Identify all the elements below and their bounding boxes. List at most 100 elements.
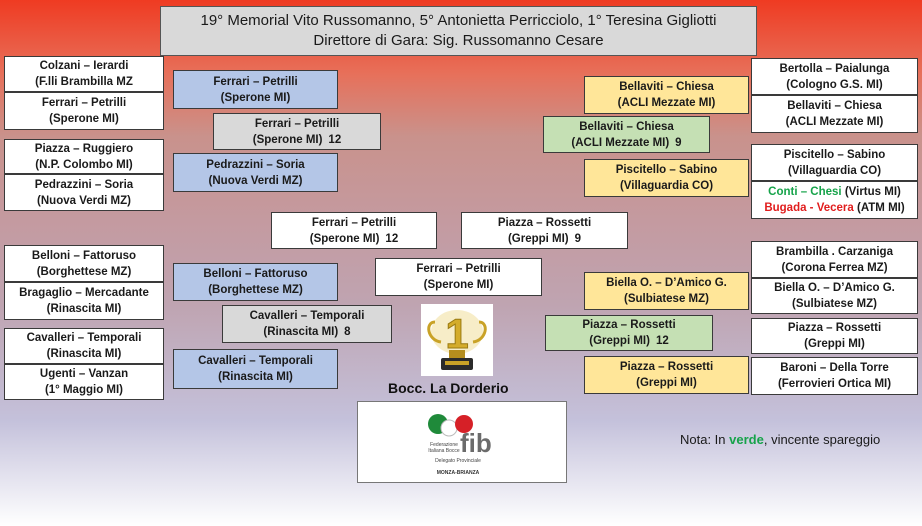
team-club: (Rinascita MI) [218, 371, 293, 383]
team-names: Colzani – Ierardi [39, 60, 129, 72]
final-winner: Ferrari – Petrilli (Sperone MI) [375, 258, 542, 296]
team-club: (Greppi MI) [804, 338, 865, 350]
team-names: Belloni – Fattoruso [203, 268, 308, 280]
team-club: (N.P. Colombo MI) [35, 158, 133, 171]
team-names: Bellaviti – Chiesa [787, 100, 882, 112]
left-r3-match-1: Ferrari – Petrilli (Sperone MI) 12 [213, 113, 381, 150]
right-r1-match-7: Piazza – Rossetti (Greppi MI) [751, 318, 918, 354]
team-club: (Villaguardia CO) [619, 180, 714, 192]
team-names: Bragaglio – Mercadante [19, 287, 149, 299]
fib-line3: Delegato Provinciale [435, 458, 481, 464]
team-club: (Borghettese MZ) [208, 284, 303, 296]
left-r1-match-4: Pedrazzini – Soria (Nuova Verdi MZ) [4, 174, 164, 211]
match-score: 8 [344, 326, 351, 338]
semifinal-left: Ferrari – Petrilli (Sperone MI)12 [271, 212, 437, 249]
note-prefix: Nota: In [680, 432, 730, 447]
team-club: (Sulbiatese MZ) [624, 293, 709, 305]
team-club: (Sperone MI) [423, 279, 494, 291]
left-r3-match-2: Cavalleri – Temporali (Rinascita MI) 8 [222, 305, 392, 343]
trophy-icon: 1 [421, 304, 493, 376]
tournament-header: 19° Memorial Vito Russomanno, 5° Antonie… [160, 6, 757, 56]
club-name: Bocc. La Dorderio [388, 380, 509, 396]
team-names: Piazza – Ruggiero [34, 142, 134, 155]
right-r2-match-3: Biella O. – D’Amico G. (Sulbiatese MZ) [584, 272, 749, 310]
right-r3-match-2: Piazza – Rossetti (Greppi MI)12 [545, 315, 713, 351]
team-club: (Virtus MI) [844, 186, 901, 198]
team-club: (1° Maggio MI) [44, 384, 124, 396]
match-score: 9 [675, 136, 682, 149]
right-r2-match-4: Piazza – Rossetti (Greppi MI) [584, 356, 749, 394]
right-r1-match-4: Conti – Chesi (Virtus MI) Bugada - Vecer… [751, 181, 918, 219]
left-r2-match-3: Belloni – Fattoruso (Borghettese MZ) [173, 263, 338, 301]
team-club: (Sperone MI) [49, 113, 119, 125]
team-club: (ATM MI) [857, 202, 905, 214]
team-club: (ACLI Mezzate MI) [617, 97, 716, 109]
team-names: Bellaviti – Chiesa [619, 81, 714, 93]
team-names: Cavalleri – Temporali [249, 310, 365, 322]
note: Nota: In verde, vincente spareggio [680, 432, 880, 447]
team-club: (Cologno G.S. MI) [786, 78, 883, 91]
team-names: Piscitello – Sabino [615, 164, 718, 176]
team-names: Pedrazzini – Soria [34, 178, 134, 191]
left-r2-match-1: Ferrari – Petrilli (Sperone MI) [173, 70, 338, 109]
team-club: (ACLI Mezzate MI) [785, 116, 884, 128]
team-club: (Nuova Verdi MZ) [37, 194, 131, 207]
note-highlight: verde [729, 432, 764, 447]
playoff-winner-names: Conti – Chesi [768, 186, 842, 198]
team-club: (Rinascita MI) [263, 326, 339, 338]
team-names: Cavalleri – Temporali [26, 332, 142, 344]
right-r1-match-1: Bertolla – Paialunga (Cologno G.S. MI) [751, 58, 918, 95]
team-club: (Ferrovieri Ortica MI) [777, 378, 892, 390]
team-club: (Corona Ferrea MZ) [781, 261, 888, 274]
team-names: Bertolla – Paialunga [779, 62, 890, 75]
team-club: (ACLI Mezzate MI) [571, 136, 670, 149]
left-r2-match-4: Cavalleri – Temporali (Rinascita MI) [173, 349, 338, 389]
fib-line4: MONZA-BRIANZA [437, 470, 480, 476]
note-suffix: , vincente spareggio [763, 432, 881, 447]
team-names: Ferrari – Petrilli [41, 97, 127, 109]
left-r1-match-5: Belloni – Fattoruso (Borghettese MZ) [4, 245, 164, 282]
team-names: Baroni – Della Torre [780, 362, 889, 374]
right-r1-match-8: Baroni – Della Torre (Ferrovieri Ortica … [751, 357, 918, 395]
left-r1-match-3: Piazza – Ruggiero (N.P. Colombo MI) [4, 139, 164, 174]
left-r1-match-6: Bragaglio – Mercadante (Rinascita MI) [4, 282, 164, 320]
left-r1-match-7: Cavalleri – Temporali (Rinascita MI) [4, 328, 164, 364]
team-club: (Sperone MI) [309, 232, 380, 245]
fib-line2: Italiana Bocce [428, 448, 460, 454]
team-names: Bellaviti – Chiesa [579, 120, 674, 133]
team-names: Ferrari – Petrilli [213, 75, 298, 88]
team-club: (Nuova Verdi MZ) [208, 174, 303, 187]
fib-logo-mark: fib Federazione Italiana Bocce Delegato … [428, 414, 492, 476]
team-names: Piazza – Rossetti [582, 319, 676, 331]
right-r2-match-1: Bellaviti – Chiesa (ACLI Mezzate MI) [584, 76, 749, 114]
team-names: Ugenti – Vanzan [39, 368, 129, 380]
team-names: Piazza – Rossetti [787, 322, 882, 334]
team-names: Piscitello – Sabino [783, 148, 886, 161]
fib-line1: Federazione [430, 442, 458, 448]
team-names: Ferrari – Petrilli [254, 117, 340, 130]
team-names: Pedrazzini – Soria [206, 158, 305, 171]
team-club: (Greppi MI) [636, 377, 697, 389]
team-names: Ferrari – Petrilli [416, 263, 501, 275]
left-r1-match-8: Ugenti – Vanzan (1° Maggio MI) [4, 364, 164, 400]
match-score: 12 [328, 133, 342, 146]
team-club: (Greppi MI) [589, 335, 650, 347]
team-names: Piazza – Rossetti [619, 361, 714, 373]
team-club: (Villaguardia CO) [787, 164, 882, 177]
team-club: (Sperone MI) [252, 133, 323, 146]
race-director: Direttore di Gara: Sig. Russomanno Cesar… [313, 32, 604, 49]
team-names: Piazza – Rossetti [497, 216, 592, 229]
team-club: (F.lli Brambilla MZ [35, 76, 133, 88]
team-names: Cavalleri – Temporali [198, 355, 313, 367]
team-club: (Sperone MI) [220, 91, 291, 104]
left-r1-match-2: Ferrari – Petrilli (Sperone MI) [4, 92, 164, 130]
team-names: Biella O. – D’Amico G. [606, 277, 727, 289]
right-r1-match-2: Bellaviti – Chiesa (ACLI Mezzate MI) [751, 95, 918, 133]
team-names: Biella O. – D’Amico G. [774, 282, 895, 294]
right-r1-match-6: Biella O. – D’Amico G. (Sulbiatese MZ) [751, 278, 918, 314]
right-r1-match-3: Piscitello – Sabino (Villaguardia CO) [751, 144, 918, 181]
tournament-title: 19° Memorial Vito Russomanno, 5° Antonie… [200, 12, 717, 29]
right-r1-match-5: Brambilla . Carzaniga (Corona Ferrea MZ) [751, 241, 918, 278]
team-club: (Rinascita MI) [46, 348, 122, 360]
